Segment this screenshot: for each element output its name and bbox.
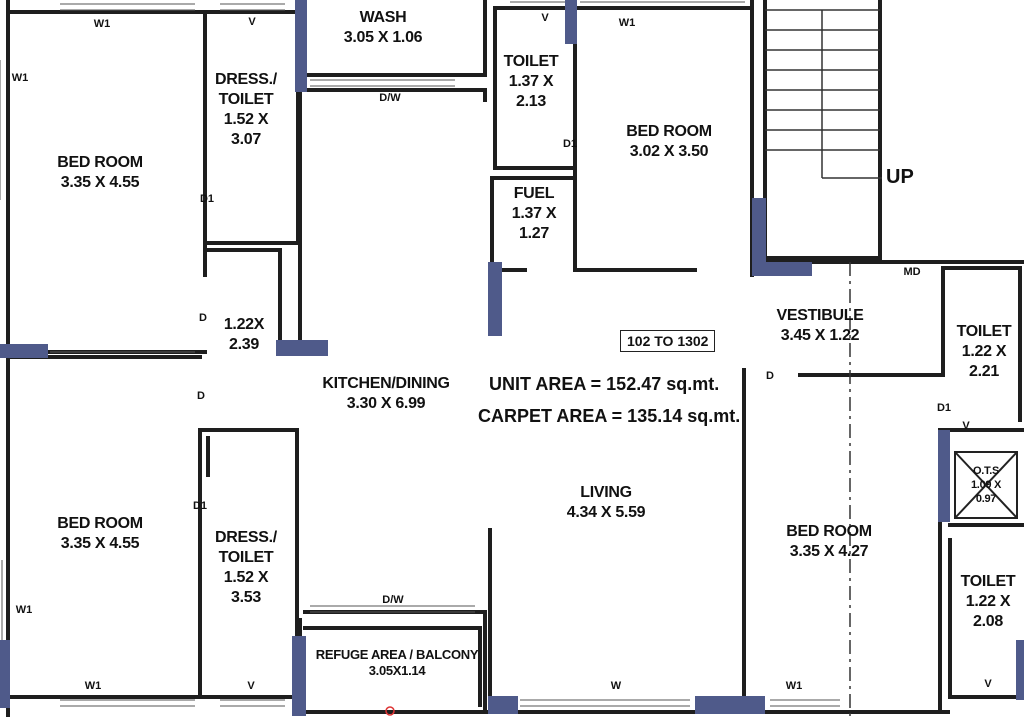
tag-w1: W1 (93, 18, 111, 30)
room-vestibule: VESTIBULE 3.45 X 1.22 (776, 306, 863, 346)
room-dimension-2: 1.27 (519, 225, 549, 242)
tag-d1: D1 (192, 500, 208, 512)
room-dimension: 1.22 X (965, 593, 1011, 610)
room-toilet-1: TOILET 1.37 X 2.13 (504, 52, 559, 112)
tag-w1: W1 (618, 17, 636, 29)
ots-shaft (954, 451, 1018, 519)
room-name: BED ROOM (626, 123, 712, 140)
room-name: TOILET (503, 53, 559, 70)
room-name: DRESS./ (215, 71, 277, 88)
room-kitchen-dining: KITCHEN/DINING 3.30 X 6.99 (322, 374, 450, 414)
room-dimension: 3.05 X 1.06 (343, 29, 423, 46)
staircase (765, 9, 882, 179)
room-dimension: 3.35 X 4.27 (789, 543, 869, 560)
room-bed-room-1: BED ROOM 3.35 X 4.55 (57, 153, 143, 193)
room-dimension-2: 2.08 (973, 613, 1003, 630)
tag-v: V (248, 16, 256, 28)
room-name: REFUGE AREA / BALCONY (315, 647, 479, 662)
room-wash: WASH 3.05 X 1.06 (344, 8, 423, 48)
room-fuel: FUEL 1.37 X 1.27 (511, 184, 557, 244)
tag-md: MD (903, 266, 921, 278)
room-name-2: TOILET (218, 549, 274, 566)
carpet-area: CARPET AREA = 135.14 sq.mt. (478, 406, 741, 426)
room-passage: 1.22X 2.39 (223, 315, 265, 355)
tag-d: D (766, 370, 774, 382)
room-name-2: TOILET (218, 91, 274, 108)
tag-d: D (197, 390, 205, 402)
entrance-marker (385, 706, 395, 716)
room-balcony: REFUGE AREA / BALCONY 3.05X1.14 (315, 647, 479, 680)
tag-dw: D/W (379, 92, 401, 104)
room-bed-room-3: BED ROOM 3.35 X 4.55 (57, 514, 143, 554)
room-dimension: 1.52 X (223, 111, 269, 128)
room-dimension: 1.37 X (508, 73, 554, 90)
tag-d1: D1 (936, 402, 952, 414)
room-living: LIVING 4.34 X 5.59 (567, 483, 646, 523)
room-dimension: 1.37 X (511, 205, 557, 222)
room-dimension-2: 3.53 (231, 589, 261, 606)
tag-w1: W1 (785, 680, 803, 692)
tag-w: W (610, 680, 622, 692)
room-dimension: 3.45 X 1.22 (780, 327, 860, 344)
room-name: WASH (359, 9, 407, 26)
room-name: LIVING (580, 484, 632, 501)
unit-area: UNIT AREA = 152.47 sq.mt. (489, 374, 720, 394)
room-dimension: 1.09 X (970, 478, 1002, 491)
room-name: DRESS./ (215, 529, 277, 546)
room-dimension: 3.05X1.14 (368, 663, 426, 679)
room-dress-toilet-2: DRESS./ TOILET 1.52 X 3.53 (215, 528, 277, 608)
tag-v: V (984, 678, 992, 690)
room-name: VESTIBULE (776, 307, 864, 324)
tag-v: V (962, 420, 970, 432)
room-dimension-2: 2.39 (229, 336, 259, 353)
windows (0, 1, 840, 707)
room-name: BED ROOM (57, 154, 143, 171)
room-name: BED ROOM (786, 523, 872, 540)
tag-dw: D/W (382, 594, 404, 606)
room-dimension: 1.52 X (223, 569, 269, 586)
room-dimension: 3.02 X 3.50 (629, 143, 709, 160)
room-dimension: 3.30 X 6.99 (346, 395, 426, 412)
room-toilet-3: TOILET 1.22 X 2.08 (961, 572, 1016, 632)
tag-w1: W1 (11, 72, 29, 84)
room-dimension: 1.22X (223, 316, 265, 333)
room-dimension: 3.35 X 4.55 (60, 174, 140, 191)
room-dimension-2: 3.07 (231, 131, 261, 148)
tag-w1: W1 (15, 604, 33, 616)
room-dimension: 3.35 X 4.55 (60, 535, 140, 552)
tag-w1: W1 (84, 680, 102, 692)
room-name: FUEL (513, 185, 555, 202)
tag-v: V (541, 12, 549, 24)
stair-up-label: UP (886, 166, 914, 188)
tag-d: D (199, 312, 207, 324)
room-bed-room-2: BED ROOM 3.02 X 3.50 (626, 122, 712, 162)
room-ots: O.T.S 1.09 X 0.97 (971, 465, 1001, 506)
room-dimension: 1.22 X (961, 343, 1007, 360)
room-dimension-2: 0.97 (975, 492, 997, 505)
room-name: TOILET (956, 323, 1012, 340)
room-dimension-2: 2.21 (969, 363, 999, 380)
tag-d1: D1 (199, 193, 215, 205)
room-toilet-2: TOILET 1.22 X 2.21 (957, 322, 1012, 382)
room-dimension-2: 2.13 (516, 93, 546, 110)
room-dress-toilet-1: DRESS./ TOILET 1.52 X 3.07 (215, 70, 277, 150)
room-name: BED ROOM (57, 515, 143, 532)
room-dimension: 4.34 X 5.59 (566, 504, 646, 521)
unit-range-box: 102 TO 1302 (620, 330, 716, 352)
room-name: O.T.S (972, 465, 1000, 477)
tag-d1: D1 (562, 138, 578, 150)
room-bed-room-4: BED ROOM 3.35 X 4.27 (786, 522, 872, 562)
room-name: TOILET (960, 573, 1016, 590)
room-name: KITCHEN/DINING (322, 375, 450, 392)
tag-v: V (247, 680, 255, 692)
